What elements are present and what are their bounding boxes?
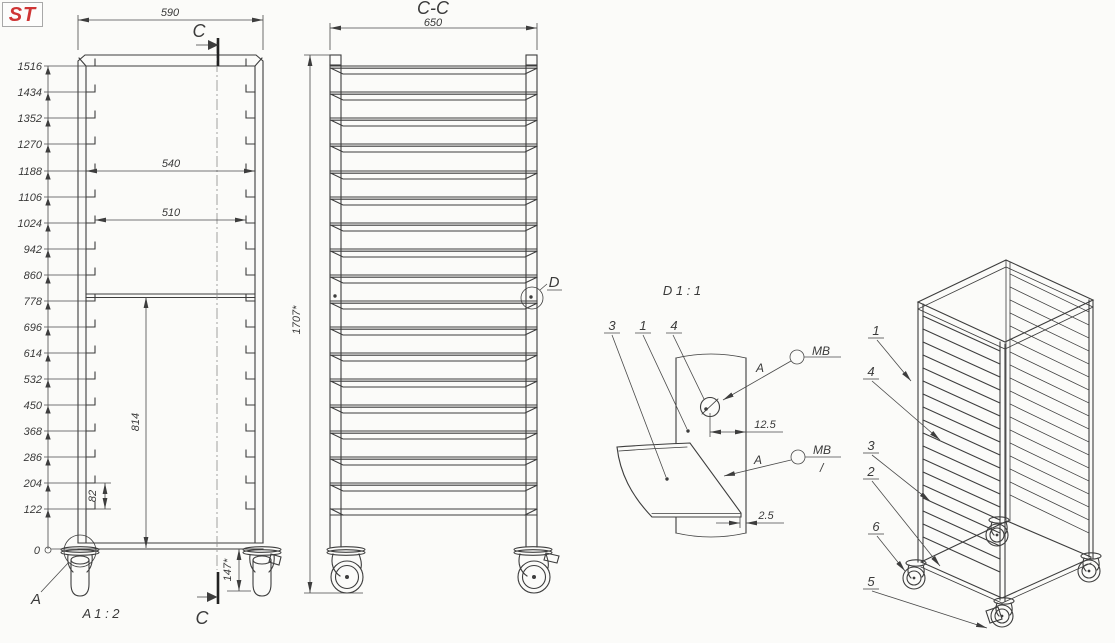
level-label: 1434 — [18, 87, 42, 99]
level-label: 1516 — [18, 61, 43, 73]
detail-d-callout: D — [520, 274, 562, 310]
front-view: 1516 1434 1352 1270 1188 1106 1024 942 8… — [18, 7, 282, 628]
brace-height-dimension: 814 — [130, 297, 149, 548]
detail-d-title: D 1 : 1 — [663, 283, 701, 298]
section-c-top-label: C — [193, 21, 207, 41]
post-front — [999, 341, 1006, 602]
callout-1: 1 — [639, 318, 646, 333]
level-label: 614 — [24, 348, 42, 360]
level-label: 204 — [23, 478, 42, 490]
brake-lever — [985, 606, 1003, 624]
level-label: 778 — [24, 296, 43, 308]
dim-1707: 1707* — [291, 305, 303, 334]
isometric-view: 1 4 3 2 6 5 — [863, 259, 1102, 629]
iso-callout-4: 4 — [867, 364, 874, 379]
level-label: 942 — [24, 244, 42, 256]
dim-2-5: 2.5 — [757, 510, 774, 522]
iso-callout-6: 6 — [872, 519, 880, 534]
level-label: 860 — [24, 270, 43, 282]
level-label: 1188 — [18, 166, 43, 178]
detail-a-label: A — [30, 591, 41, 608]
break-lines — [675, 353, 747, 538]
iso-callout-5: 5 — [867, 574, 875, 589]
detail-callouts: 3 1 4 — [604, 318, 705, 481]
level-label: 1352 — [18, 113, 42, 125]
detail-a-callout: A A 1 : 2 — [30, 534, 120, 621]
callout-4: 4 — [670, 318, 677, 333]
ladder-rails — [330, 65, 538, 492]
section-c-bottom-label: C — [196, 608, 210, 628]
level-labels: 1516 1434 1352 1270 1188 1106 1024 942 8… — [18, 61, 43, 557]
weld-callout-top: A MB — [722, 344, 841, 401]
weld-callout-bottom: A MB / — [723, 443, 841, 477]
rails-right-wall — [1009, 273, 1090, 534]
dim-540: 540 — [162, 158, 181, 170]
pitch-dimension: 82 — [87, 482, 111, 510]
dim-12-5: 12.5 — [754, 419, 776, 431]
brake-lever — [543, 552, 560, 564]
iso-callout-3: 3 — [867, 438, 875, 453]
shelf-rail-plate — [616, 442, 742, 518]
plate-gap-dimension: 2.5 — [716, 510, 784, 528]
section-view-title: C-C — [417, 0, 450, 18]
dim-590: 590 — [161, 7, 180, 19]
weld-ref-label: MB — [812, 344, 830, 358]
hole-offset-dimension: 12.5 — [709, 413, 783, 437]
front-casters — [60, 546, 282, 597]
section-c-markers: C C — [193, 21, 220, 628]
dim-510: 510 — [162, 207, 181, 219]
iso-callout-1: 1 — [872, 323, 879, 338]
overall-height-dimension: 1707* — [291, 54, 363, 594]
level-label: 450 — [24, 400, 43, 412]
weld-arrow-label: A — [755, 361, 764, 375]
weld-ref-label: MB — [813, 443, 831, 457]
rail-hooks — [85, 58, 256, 510]
post-right — [1088, 299, 1094, 559]
callout-3: 3 — [608, 318, 616, 333]
level-dimension-chain — [43, 65, 87, 554]
bottom-band — [330, 508, 538, 516]
section-view-cc: C-C 650 — [291, 0, 562, 594]
level-label: 122 — [24, 504, 42, 516]
detail-d-label: D — [549, 274, 560, 291]
level-label: 1024 — [18, 218, 42, 230]
dim-814: 814 — [130, 413, 142, 431]
section-casters — [326, 546, 560, 594]
post-left — [917, 301, 924, 564]
dim-82: 82 — [87, 490, 99, 502]
dim-650: 650 — [424, 17, 443, 29]
detail-d-view: D 1 : 1 3 1 4 — [604, 283, 841, 538]
weld-ref-suffix: / — [819, 461, 825, 475]
rails-left-wall — [922, 315, 1001, 573]
level-label: 1106 — [18, 192, 43, 204]
zero-level-label: 0 — [34, 545, 41, 557]
level-label: 286 — [23, 452, 43, 464]
caster-height-dimension: 147* — [222, 549, 251, 592]
iso-callouts: 1 4 3 2 6 5 — [863, 323, 988, 629]
cross-brace — [85, 293, 256, 299]
iso-callout-2: 2 — [866, 464, 875, 479]
level-label: 1270 — [18, 139, 43, 151]
iso-casters — [902, 516, 1102, 628]
detail-a-scale: A 1 : 2 — [81, 606, 120, 621]
company-logo: ST — [2, 2, 43, 27]
brake-lever — [268, 553, 282, 566]
width-dimensions: 590 540 510 — [77, 7, 264, 223]
level-label: 696 — [24, 322, 43, 334]
ladder-posts — [329, 64, 538, 548]
weld-arrow-label: A — [753, 453, 762, 467]
level-label: 368 — [24, 426, 43, 438]
post-back — [1005, 259, 1011, 522]
dim-147: 147* — [222, 558, 234, 581]
level-label: 532 — [24, 374, 42, 386]
